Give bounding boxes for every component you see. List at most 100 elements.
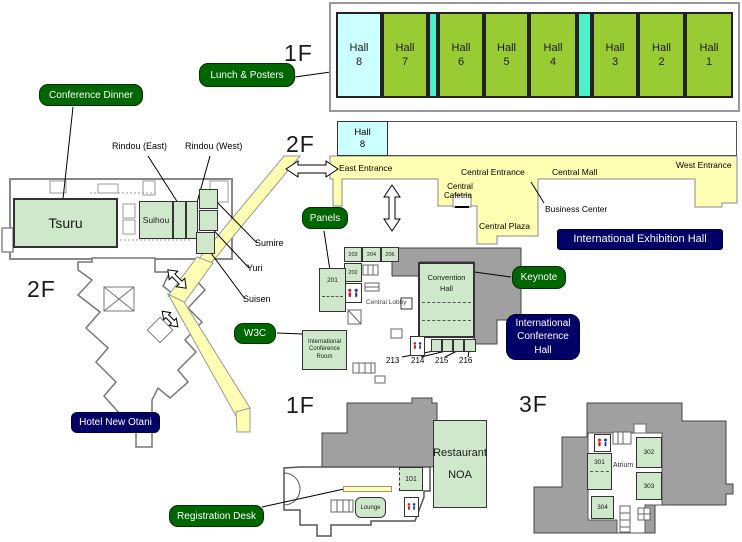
room-label: 201 (327, 277, 338, 284)
hall-number: 7 (401, 56, 409, 68)
international-conference-room: International Conference Room (302, 330, 347, 370)
convention-hall: Convention Hall (418, 262, 475, 338)
hall-number: 1 (705, 56, 713, 68)
hall-5: Hall 5 (484, 12, 529, 98)
central-cafetria-label-1: Central (447, 182, 473, 191)
room-213 (431, 339, 442, 352)
badge-label: International Exhibition Hall (573, 233, 707, 246)
room-sumire (199, 189, 218, 209)
room-suisen (196, 232, 215, 254)
hall-word: Hall (354, 127, 371, 139)
halls-2f-strip (337, 121, 737, 156)
room-204: 204 (362, 247, 381, 262)
room-301: 301 (587, 453, 612, 490)
floor-label-2f-left: 2F (27, 276, 56, 302)
w3c-badge: W3C (234, 323, 276, 344)
room-303: 303 (636, 472, 662, 500)
room-label: 304 (597, 504, 608, 511)
badge-label: Hall (534, 344, 552, 356)
restaurant-noa: Restaurant NOA (433, 420, 487, 508)
room-label: NOA (448, 469, 472, 481)
panels-badge: Panels (302, 207, 348, 229)
room-215-label: 215 (435, 356, 449, 365)
hall-number: 8 (359, 138, 366, 150)
room-213-label: 213 (386, 356, 400, 365)
hall-word: Hall (497, 41, 516, 54)
exhibition-hall-badge: International Exhibition Hall (557, 229, 723, 250)
hall-word: Hall (652, 41, 671, 54)
arrow-vertical (383, 184, 401, 232)
hall-1: Hall 1 (685, 12, 733, 98)
badge-label: W3C (243, 328, 267, 339)
hall-4: Hall 4 (529, 12, 577, 98)
east-entrance-label: East Entrance (339, 163, 393, 173)
hall-6: Hall 6 (438, 12, 484, 98)
hall-separator (577, 12, 592, 98)
hall-word: Hall (349, 41, 369, 54)
room-suihou: Suihou (139, 201, 173, 239)
room-203: 203 (344, 247, 362, 262)
restroom-icon (348, 288, 358, 297)
restroom-3f (594, 434, 611, 452)
hall-3: Hall 3 (592, 12, 638, 98)
restroom-1f (404, 497, 419, 517)
room-label: 202 (348, 269, 358, 276)
hotel-new-otani-badge: Hotel New Otani (71, 412, 160, 433)
hall-separator (428, 12, 438, 98)
room-label: Convention (427, 273, 466, 282)
registration-desk-badge: Registration Desk (169, 505, 264, 527)
business-center-label: Business Center (545, 204, 608, 214)
central-mall-label: Central Mall (552, 167, 598, 177)
rindou-west-label: Rindou (West) (185, 141, 243, 151)
room-yuri (199, 210, 218, 231)
conference-hall-badge: International Conference Hall (506, 314, 580, 360)
badge-label: Panels (309, 212, 341, 224)
room-216 (464, 339, 476, 352)
hall-word: Hall (395, 41, 415, 54)
room-label: Lounge (360, 504, 381, 511)
central-cafetria-label-2: Cafetria (443, 191, 472, 200)
room-label: Hall (440, 284, 453, 294)
west-entrance-label: West Entrance (676, 160, 732, 170)
keynote-badge: Keynote (512, 266, 566, 289)
badge-label: Conference Dinner (49, 89, 133, 101)
arrow-diagonal-1 (167, 269, 187, 289)
rindou-east-label: Rindou (East) (112, 141, 168, 151)
conference-dinner-badge: Conference Dinner (39, 84, 143, 106)
registration-desk-strip (343, 486, 392, 492)
room-302: 302 (636, 437, 662, 468)
badge-label: Registration Desk (177, 510, 256, 522)
room-201: 201 (319, 268, 346, 312)
restroom-2f-a (344, 283, 362, 303)
atrium-label: Atrium (613, 462, 634, 469)
hall-8-2f: Hall 8 (337, 121, 388, 156)
floor-label-1f-bottom: 1F (286, 392, 315, 418)
central-plaza-label: Central Plaza (479, 221, 531, 231)
restroom-2f-b (410, 336, 425, 356)
room-label: Restaurant (433, 447, 487, 459)
entrance-arc (283, 472, 301, 506)
yuri-label: Yuri (247, 263, 263, 273)
arrow-diagonal-2 (161, 310, 179, 328)
first-floor-gray (321, 397, 438, 468)
hall-number: 4 (549, 56, 557, 68)
suisen-label: Suisen (243, 294, 271, 304)
room-label: Room (316, 353, 333, 360)
room-label: Tsuru (48, 215, 83, 231)
room-216-label: 216 (459, 356, 473, 365)
concourse-yellow (329, 155, 738, 245)
lunch-posters-badge: Lunch & Posters (199, 63, 295, 87)
room-rindou-east (173, 201, 186, 239)
floor-label-3f: 3F (519, 391, 548, 417)
badge-label: Keynote (520, 272, 558, 283)
room-101: 101 (399, 467, 423, 491)
hall-word: Hall (605, 41, 625, 54)
restroom-icon (407, 503, 416, 510)
hall-word: Hall (543, 41, 563, 54)
room-label: 302 (643, 449, 655, 456)
lounge: Lounge (355, 497, 386, 518)
room-215 (453, 339, 464, 352)
convention-hall-door (400, 297, 413, 310)
hall-number: 3 (611, 56, 619, 68)
